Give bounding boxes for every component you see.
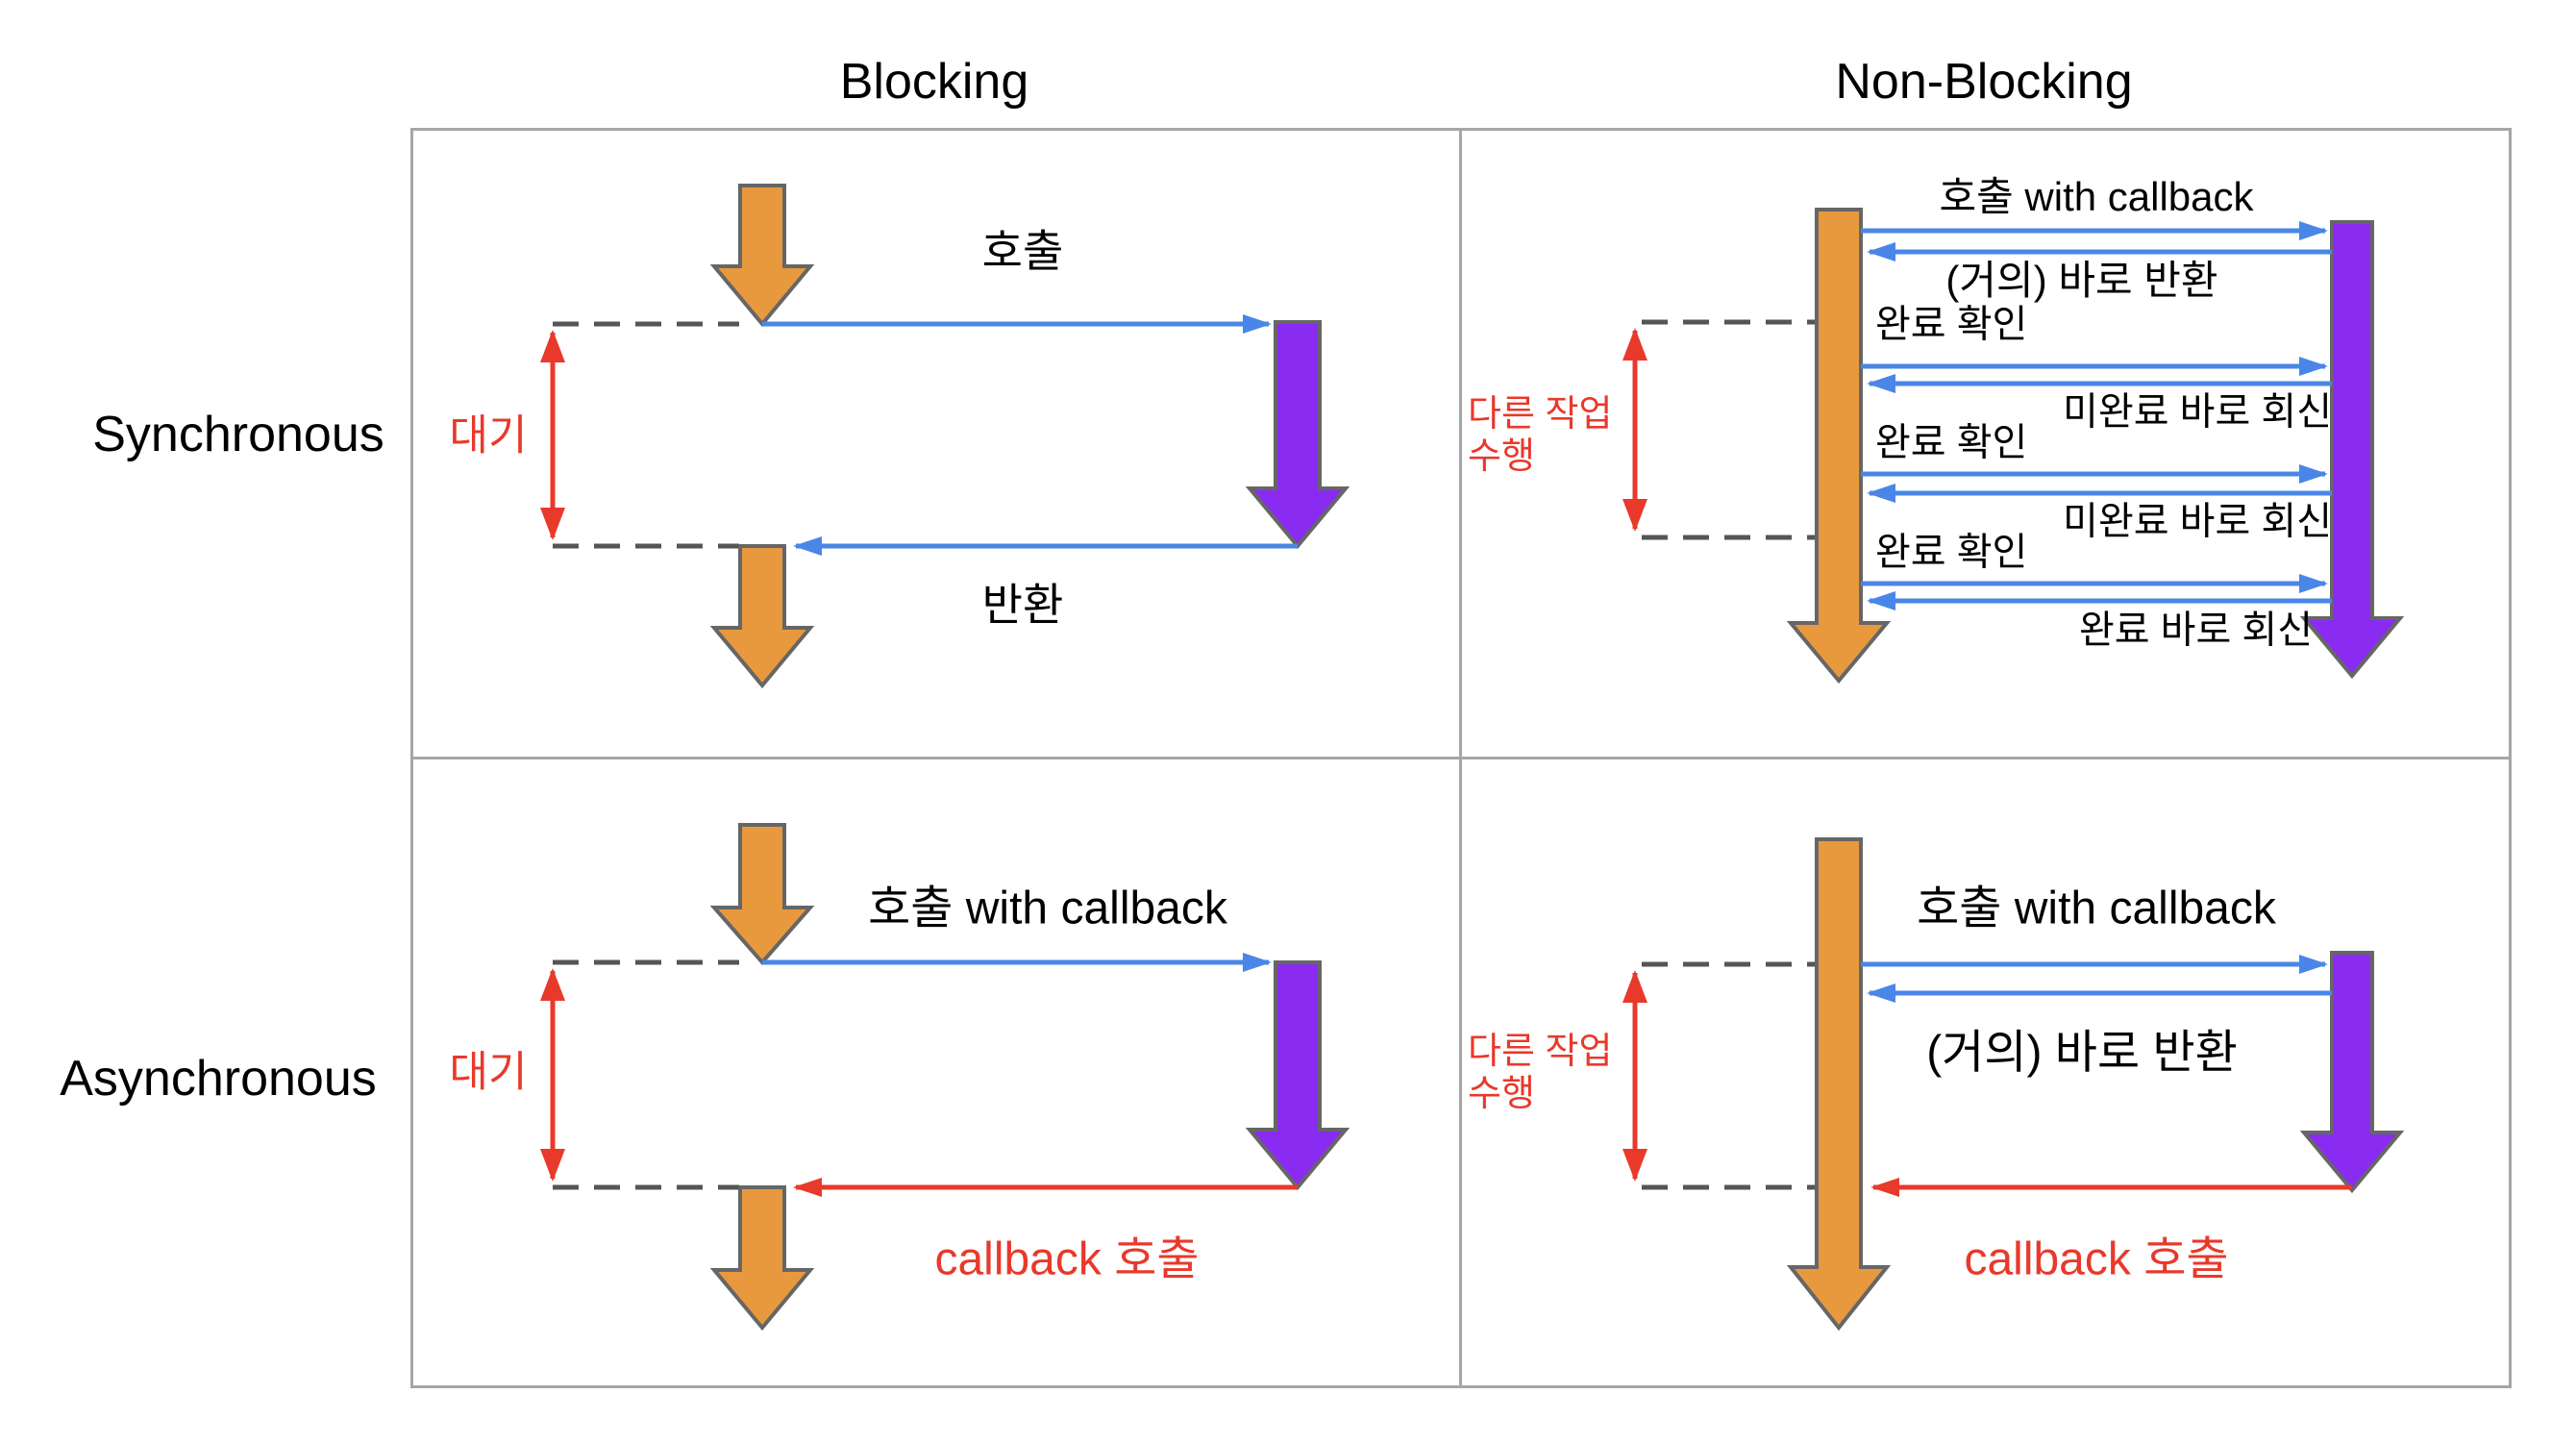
immediate-return-label: (거의) 바로 반환: [1945, 258, 2217, 303]
call-label: 호출 with callback: [1939, 174, 2254, 219]
other-work-label-line2: 수행: [1468, 1074, 1535, 1114]
column-header-blocking: Blocking: [839, 54, 1029, 110]
caller-flow-arrow-bottom: [709, 544, 815, 689]
async-blocking-diagram: 호출 with callback callback 호출 대기: [450, 823, 1350, 1332]
callee-flow-arrow: [1245, 320, 1350, 550]
grid-horizontal-divider: [413, 757, 2509, 759]
call-label: 호출 with callback: [1917, 884, 2277, 934]
callback-label: callback 호출: [1964, 1234, 2228, 1285]
caller-flow-arrow-bottom: [709, 1185, 815, 1332]
call-label: 호출: [982, 226, 1064, 276]
column-header-nonblocking: Non-Blocking: [1835, 54, 2133, 110]
caller-flow-arrow-top: [709, 184, 815, 328]
callee-flow-arrow: [1245, 960, 1350, 1191]
return-label: 반환: [982, 580, 1064, 630]
wait-label: 대기: [450, 1049, 528, 1096]
caller-flow-arrow-top: [709, 823, 815, 966]
other-work-label-line1: 다른 작업: [1468, 394, 1612, 435]
comparison-grid: 호출 반환 대기 호출 with callback (거의) 바로 반환 완료 …: [410, 128, 2512, 1388]
immediate-return-label: (거의) 바로 반환: [1926, 1028, 2238, 1079]
callee-flow-arrow: [2299, 220, 2405, 680]
row-label-synchronous: Synchronous: [92, 407, 384, 462]
sync-nonblocking-diagram: 호출 with callback (거의) 바로 반환 완료 확인 미완료 바로…: [1468, 174, 2405, 685]
other-work-label-line1: 다른 작업: [1468, 1032, 1612, 1072]
callee-flow-arrow: [2299, 951, 2405, 1194]
wait-label: 대기: [450, 412, 528, 460]
reply-label-2: 미완료 바로 회신: [2063, 501, 2332, 543]
caller-flow-arrow: [1786, 208, 1892, 685]
row-label-asynchronous: Asynchronous: [60, 1051, 377, 1107]
check-label-2: 완료 확인: [1875, 422, 2027, 464]
final-reply-label: 완료 바로 회신: [2079, 610, 2313, 652]
call-label: 호출 with callback: [868, 884, 1228, 934]
callback-label: callback 호출: [934, 1234, 1199, 1285]
caller-flow-arrow: [1786, 837, 1892, 1332]
other-work-label-line2: 수행: [1468, 436, 1535, 477]
check-label-3: 완료 확인: [1875, 532, 2027, 574]
sync-blocking-diagram: 호출 반환 대기: [450, 184, 1350, 689]
async-nonblocking-diagram: 호출 with callback (거의) 바로 반환 callback 호출 …: [1468, 837, 2405, 1332]
reply-label-1: 미완료 바로 회신: [2063, 391, 2332, 434]
check-label-1: 완료 확인: [1875, 304, 2027, 346]
